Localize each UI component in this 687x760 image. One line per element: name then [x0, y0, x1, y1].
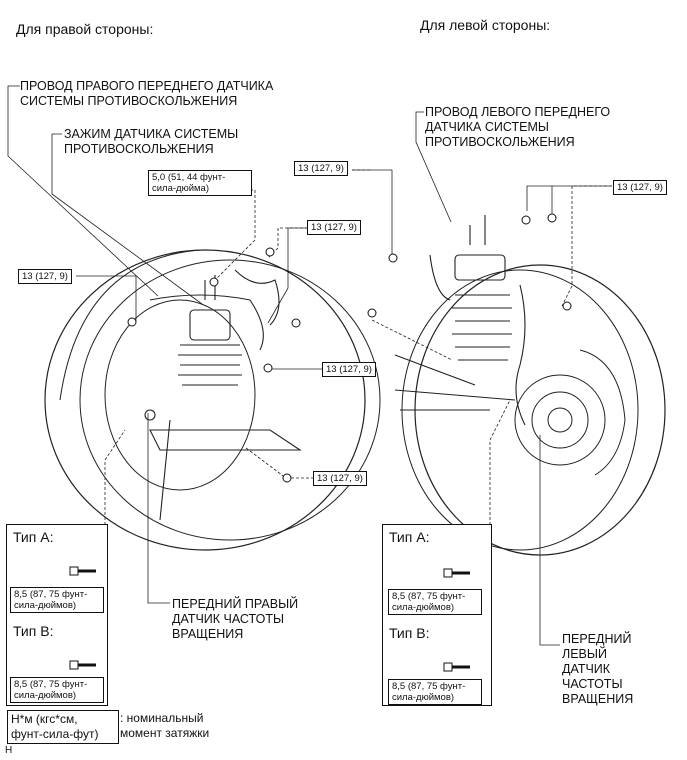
legend-unit-box: Н*м (кгс*см, фунт-сила-фут) [7, 710, 119, 744]
torque-box: 8,5 (87, 75 фунт- сила-дюймов) [10, 587, 104, 613]
left-strut [394, 215, 526, 426]
torque-box: 13 (127, 9) [307, 220, 361, 235]
legend-meaning: : номинальный момент затяжки [120, 711, 210, 740]
label-left-speed-sensor: ПЕРЕДНИЙ ЛЕВЫЙ ДАТЧИК ЧАСТОТЫ ВРАЩЕНИЯ [562, 632, 634, 706]
torque-box: 8,5 (87, 75 фунт- сила-дюймов) [388, 589, 482, 615]
torque-box: 5,0 (51, 44 фунт- сила-дюйма) [148, 170, 252, 196]
right-strut [144, 269, 302, 521]
bolt-icon [282, 473, 292, 483]
bolt-icon [547, 213, 557, 223]
torque-box: 13 (127, 9) [313, 471, 367, 486]
leader-lines-left [352, 111, 612, 646]
bolt-icon [263, 363, 273, 373]
bolt-icon [367, 308, 377, 318]
bolt-icon [562, 301, 572, 311]
type-panel-left: Тип A: 8,5 (87, 75 фунт- сила-дюймов) Ти… [382, 524, 492, 706]
torque-box: 13 (127, 9) [322, 362, 376, 377]
bolt-icon [69, 660, 96, 670]
bolt-icon [265, 247, 275, 257]
label-left-wire: ПРОВОД ЛЕВОГО ПЕРЕДНЕГО ДАТЧИКА СИСТЕМЫ … [425, 105, 611, 149]
header-left-side: Для левой стороны: [420, 17, 551, 33]
torque-box: 13 (127, 9) [613, 180, 667, 195]
type-panel-right: Тип A: 8,5 (87, 75 фунт- сила-дюймов) Ти… [6, 524, 108, 706]
right-wheel [44, 249, 381, 551]
torque-box: 8,5 (87, 75 фунт- сила-дюймов) [388, 679, 482, 705]
header-right-side: Для правой стороны: [16, 21, 154, 37]
bolt-icon [443, 662, 470, 672]
type-a-title: Тип A: [13, 529, 54, 545]
type-b-title: Тип B: [13, 623, 54, 639]
bolt-icon [443, 568, 470, 578]
figure-code: H [5, 745, 13, 756]
bolt-icon [69, 566, 96, 576]
torque-box: 8,5 (87, 75 фунт- сила-дюймов) [10, 677, 104, 703]
type-a-title: Тип A: [389, 529, 430, 545]
label-right-speed-sensor: ПЕРЕДНИЙ ПРАВЫЙ ДАТЧИК ЧАСТОТЫ ВРАЩЕНИЯ [172, 597, 299, 641]
bolt-icon [209, 277, 219, 287]
bolt-icon [291, 318, 301, 328]
bolt-icon [127, 317, 137, 327]
torque-box: 13 (127, 9) [294, 161, 348, 176]
type-b-title: Тип B: [389, 625, 430, 641]
torque-box: 13 (127, 9) [18, 269, 72, 284]
bolt-icon [521, 215, 531, 225]
label-right-wire: ПРОВОД ПРАВОГО ПЕРЕДНЕГО ДАТЧИКА СИСТЕМЫ… [20, 79, 274, 108]
label-sensor-clamp: ЗАЖИМ ДАТЧИКА СИСТЕМЫ ПРОТИВОСКОЛЬЖЕНИЯ [64, 127, 239, 156]
bolt-icon [388, 253, 398, 263]
